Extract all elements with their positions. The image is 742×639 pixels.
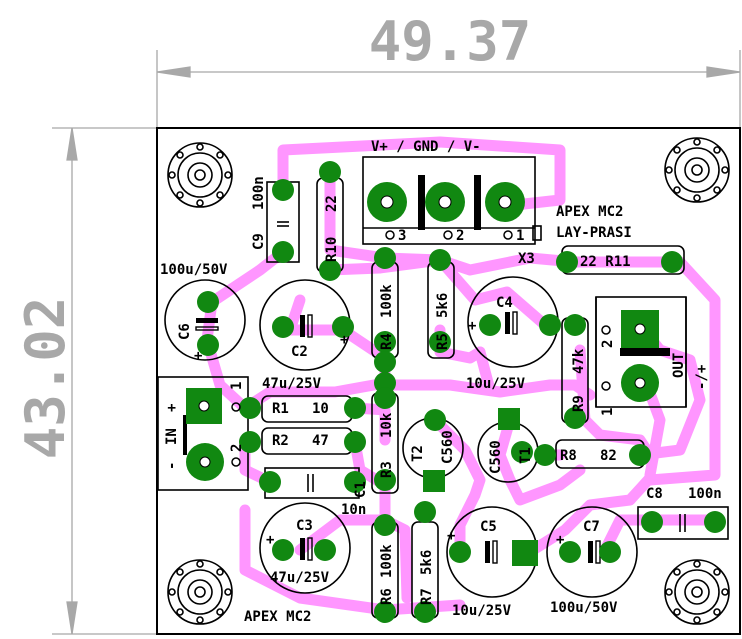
c3-label: C3	[296, 518, 313, 534]
out-label: OUT	[671, 353, 687, 378]
c6-value: 100u/50V	[160, 262, 228, 278]
c8-label: C8	[646, 486, 663, 502]
c3-plus: +	[266, 532, 274, 548]
mounting-hole-tr	[664, 137, 730, 203]
r9-value: 47k	[571, 348, 587, 374]
x3-outline	[362, 156, 536, 245]
r1-value: 10	[312, 401, 329, 417]
c5-label: C5	[480, 519, 497, 535]
in-pin2: 2	[229, 444, 245, 452]
r6-label: R6	[379, 588, 395, 605]
r3-label: R3	[379, 461, 395, 478]
x3-pin2: 2	[456, 228, 464, 244]
in-label: IN	[164, 428, 180, 445]
r2-value: 47	[312, 433, 329, 449]
c7-plus: +	[556, 532, 564, 548]
connector-top-label: V+ / GND / V-	[371, 139, 481, 155]
c4-plus: +	[468, 318, 476, 334]
r8-value: 82	[600, 448, 617, 464]
c8-outline	[637, 506, 729, 540]
r2-label: R2	[272, 433, 289, 449]
mounting-hole-tl	[167, 142, 233, 208]
x3-pin1: 1	[516, 228, 524, 244]
r8-label: R8	[560, 448, 577, 464]
c6-plus: +	[194, 348, 202, 364]
c8-value: 100n	[688, 486, 722, 502]
c2-value: 47u/25V	[262, 376, 322, 392]
c7-value: 100u/50V	[550, 600, 618, 616]
c9-label: C9	[251, 233, 267, 250]
title-apex: APEX MC2	[556, 204, 623, 220]
out-polarity: -/+	[694, 365, 710, 390]
r1-label: R1	[272, 401, 289, 417]
c1-value: 10n	[341, 502, 366, 518]
r6-value: 100k	[379, 544, 395, 578]
title-lay-prasi: LAY-PRASI	[556, 225, 632, 241]
mounting-hole-bl	[167, 559, 233, 625]
in-pin1: 1	[229, 382, 245, 390]
r5-value: 5k6	[435, 293, 451, 318]
c2-label: C2	[291, 344, 308, 360]
c6-label: C6	[177, 323, 193, 340]
c1-label: C1	[353, 481, 369, 498]
r11-label: 22 R11	[580, 254, 631, 270]
r5-label: R5	[435, 333, 451, 350]
r7-value: 5k6	[419, 550, 435, 575]
title-bottom: APEX MC2	[244, 609, 311, 625]
out-pin1: 1	[600, 408, 616, 416]
mounting-holes	[167, 137, 730, 625]
x3-pin3: 3	[398, 228, 406, 244]
c3-value: 47u/25V	[270, 570, 330, 586]
dimension-lines	[52, 50, 741, 635]
r7-label: R7	[419, 588, 435, 605]
c4-value: 10u/25V	[466, 376, 526, 392]
connector-pin-marks	[231, 230, 611, 467]
x3-label: X3	[518, 251, 535, 267]
copper-traces	[201, 136, 721, 616]
c7-label: C7	[583, 519, 600, 535]
r10-value: 22	[324, 195, 340, 212]
c5-value: 10u/25V	[452, 603, 512, 619]
capacitor-plates	[183, 175, 670, 564]
r3-value: 10k	[379, 412, 395, 438]
r10-label: R10	[324, 237, 340, 262]
c4-label: C4	[496, 295, 513, 311]
r4-value: 100k	[379, 284, 395, 318]
c9-value: 100n	[251, 176, 267, 210]
pad-holes	[198, 195, 646, 468]
t1-label: T1	[518, 447, 534, 464]
r4-label: R4	[379, 333, 395, 350]
out-pin2: 2	[600, 340, 616, 348]
t2-label: T2	[410, 445, 426, 462]
in-minus: -	[164, 462, 180, 470]
mounting-hole-br	[664, 559, 730, 625]
r9-label: R9	[571, 395, 587, 412]
c3-outline	[259, 502, 351, 594]
in-plus: +	[164, 404, 180, 412]
height-dimension: 43.02	[14, 297, 77, 460]
c2-plus: +	[340, 332, 348, 348]
pads	[186, 161, 726, 623]
t1-type: C560	[488, 440, 504, 474]
c7-outline	[546, 506, 638, 598]
c5-plus: +	[447, 528, 455, 544]
c6-outline	[164, 279, 246, 361]
t2-type: C560	[440, 430, 456, 464]
width-dimension: 49.37	[369, 10, 532, 73]
